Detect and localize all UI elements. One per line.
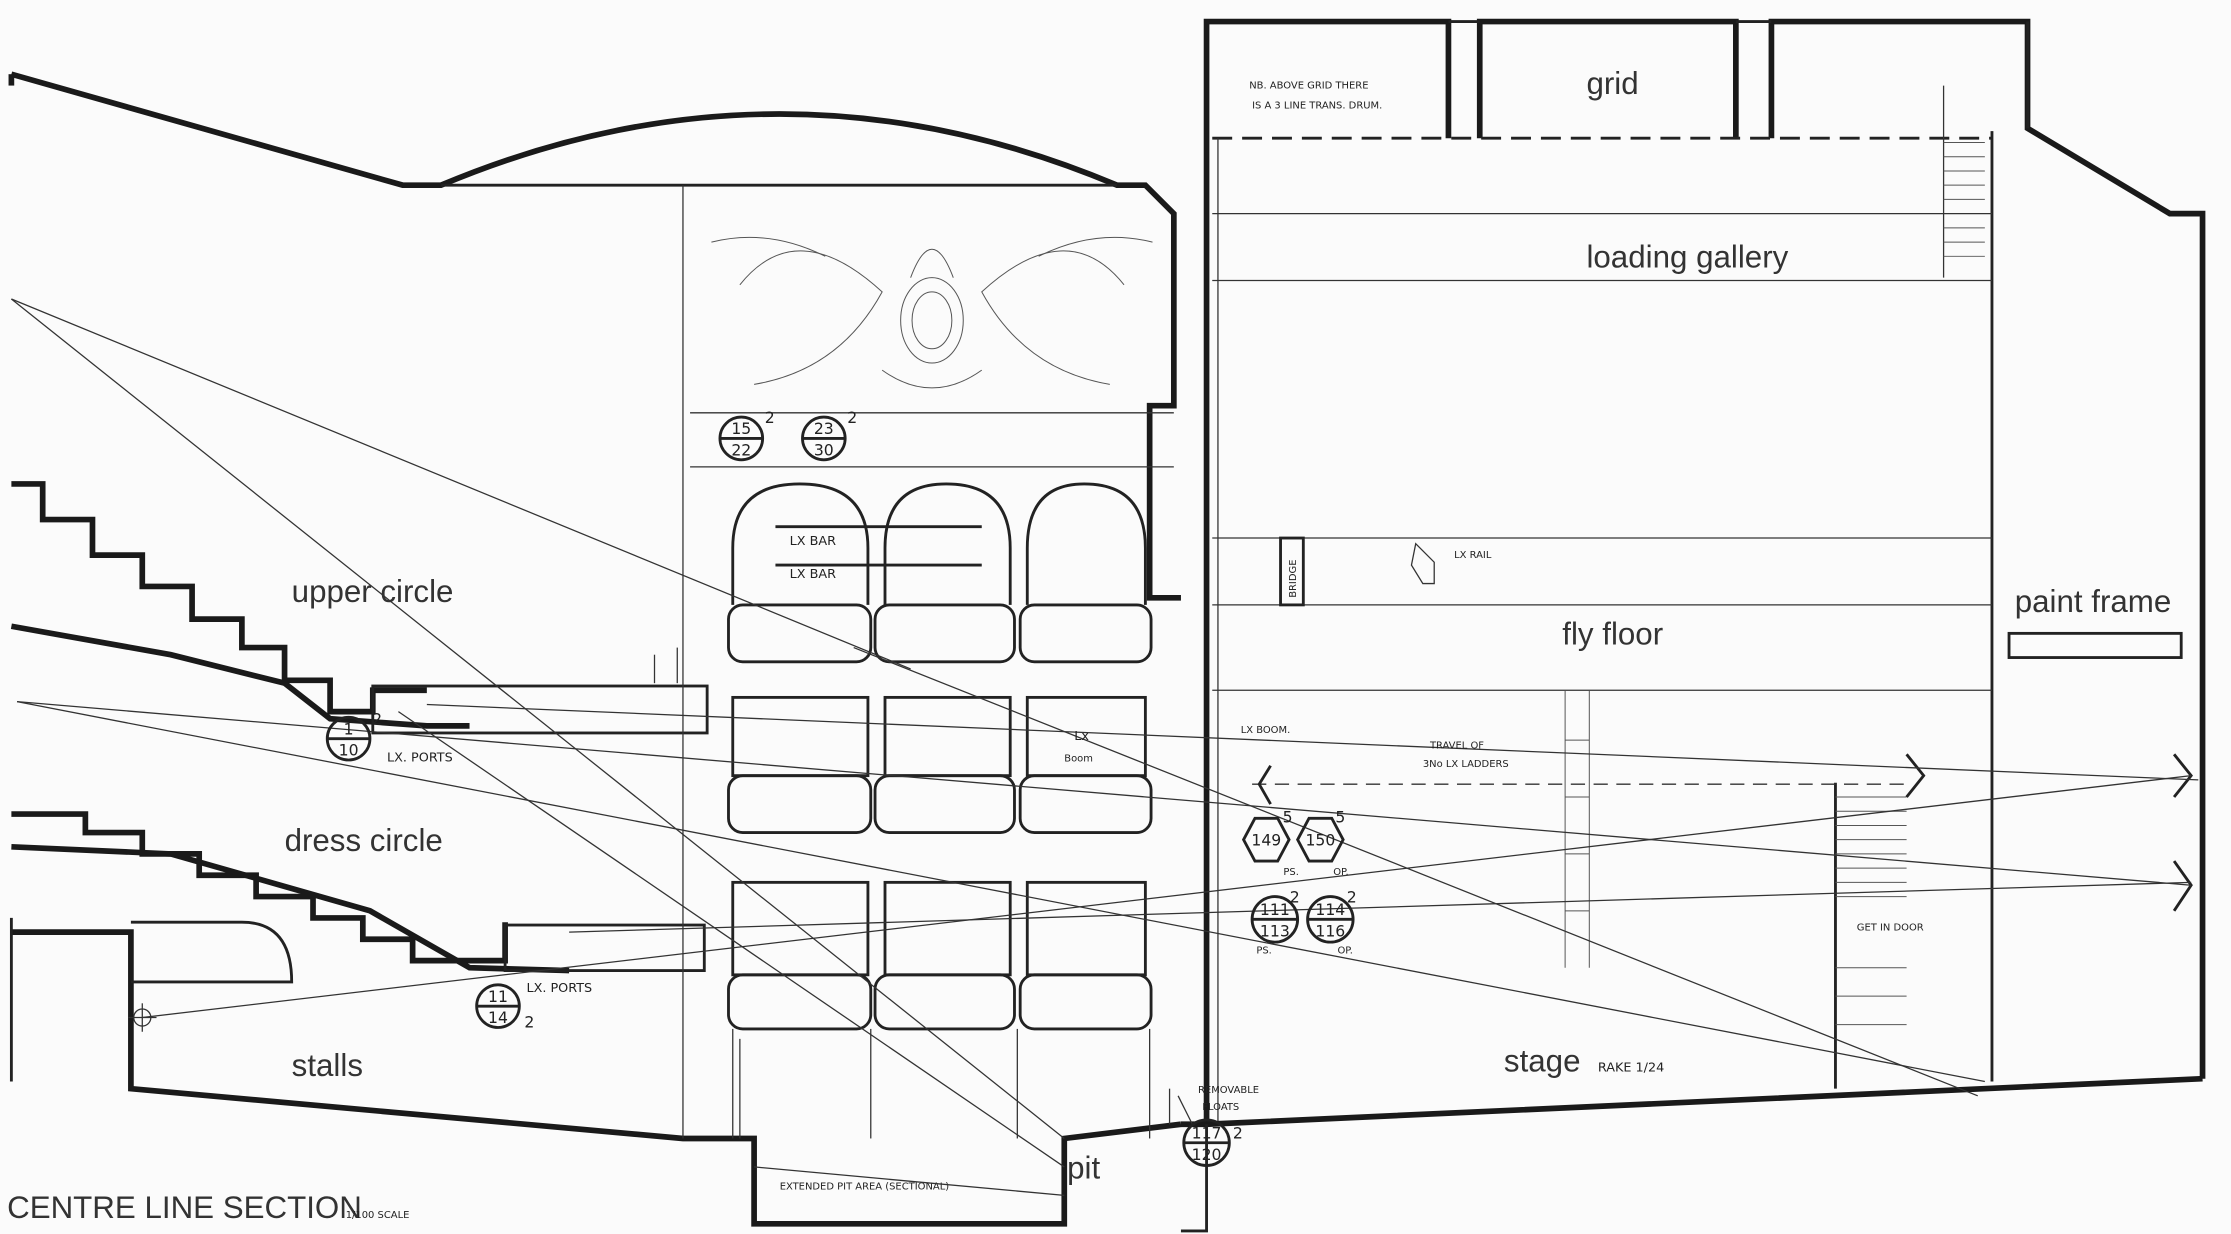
svg-text:117: 117 [1192,1123,1222,1142]
note-travel-line1: TRAVEL OF [1429,741,1484,752]
note-removable-line2: FLOATS [1202,1102,1239,1113]
svg-text:30: 30 [814,441,834,460]
label-lx-bar-2: LX BAR [790,567,836,582]
svg-text:149: 149 [1251,830,1281,849]
svg-text:10: 10 [339,741,359,760]
svg-text:OP.: OP. [1337,945,1352,956]
svg-text:2: 2 [524,1012,534,1031]
label-paint-frame: paint frame [2015,584,2172,619]
svg-text:113: 113 [1260,921,1290,940]
label-grid: grid [1586,66,1638,101]
svg-text:2: 2 [372,709,382,728]
label-pit: pit [1067,1150,1100,1185]
svg-text:14: 14 [488,1008,508,1027]
get-in-door-hatch [1835,796,1907,1026]
label-box-lx: Lx [1074,729,1089,744]
svg-text:PS.: PS. [1283,867,1298,878]
paint-frame [2007,631,2183,659]
arrow-right-icon [1905,753,1926,798]
label-extended-pit: EXTENDED PIT AREA (SECTIONAL) [780,1182,950,1193]
label-lx-ports-dress: LX. PORTS [526,981,592,996]
dress-circle-front [503,923,706,972]
svg-text:OP.: OP. [1333,867,1348,878]
arrow-left-icon [1257,764,1272,805]
svg-text:114: 114 [1315,900,1345,919]
label-lx-ports-upper: LX. PORTS [387,750,453,765]
lx-rail-icon [1410,542,1435,585]
label-dress-circle: dress circle [285,823,443,858]
svg-text:116: 116 [1315,921,1345,940]
svg-text:2: 2 [847,408,857,427]
label-lx-rail: LX RAIL [1454,550,1492,561]
auditorium [8,71,2199,1227]
label-bridge: BRIDGE [1288,559,1299,597]
circuit-marker: 23 30 2 [801,408,857,462]
svg-text:2: 2 [1233,1123,1243,1142]
label-lx-bar-1: LX BAR [790,534,836,549]
stage-house [1180,18,2206,1233]
proscenium-boxes [727,482,1153,1139]
label-lx-boom: LX BOOM. [1241,725,1291,736]
label-get-in-door: GET IN DOOR [1857,923,1924,934]
svg-text:22: 22 [731,441,751,460]
svg-text:5: 5 [1335,808,1345,827]
proscenium-ornament [711,236,1153,389]
svg-text:120: 120 [1192,1145,1222,1164]
svg-text:23: 23 [814,419,834,438]
bridge [1279,536,1305,607]
label-loading-gallery: loading gallery [1586,240,1788,275]
drawing-scale: 1/100 SCALE [346,1210,410,1221]
svg-text:111: 111 [1260,900,1290,919]
circuit-marker: 11 14 2 [475,983,534,1031]
lx-ladder [1564,690,1590,968]
svg-text:11: 11 [488,987,508,1006]
note-travel-line2: 3No LX LADDERS [1423,759,1509,770]
drawing-title: CENTRE LINE SECTION [7,1190,362,1225]
svg-text:1: 1 [344,719,354,738]
note-nb-line2: IS A 3 LINE TRANS. DRUM. [1252,100,1382,111]
svg-text:15: 15 [731,419,751,438]
label-stalls: stalls [292,1048,363,1083]
svg-text:5: 5 [1283,808,1293,827]
label-stage: stage [1504,1044,1581,1079]
label-box-boom: Boom [1064,753,1093,764]
svg-text:PS.: PS. [1256,945,1271,956]
label-stage-rake: RAKE 1/24 [1598,1061,1664,1076]
label-fly-floor: fly floor [1562,617,1663,652]
sightlines [10,298,2199,1168]
upper-circle-front [371,684,709,735]
note-nb-line1: NB. ABOVE GRID THERE [1249,80,1368,91]
svg-text:2: 2 [765,408,775,427]
svg-text:2: 2 [1290,887,1300,906]
note-removable-line1: REMOVABLE [1198,1085,1259,1096]
svg-text:2: 2 [1347,887,1357,906]
svg-text:150: 150 [1305,830,1335,849]
label-upper-circle: upper circle [292,574,454,609]
circuit-marker: 117 120 2 [1182,1118,1243,1167]
circuit-marker: 1 10 2 [325,709,382,762]
